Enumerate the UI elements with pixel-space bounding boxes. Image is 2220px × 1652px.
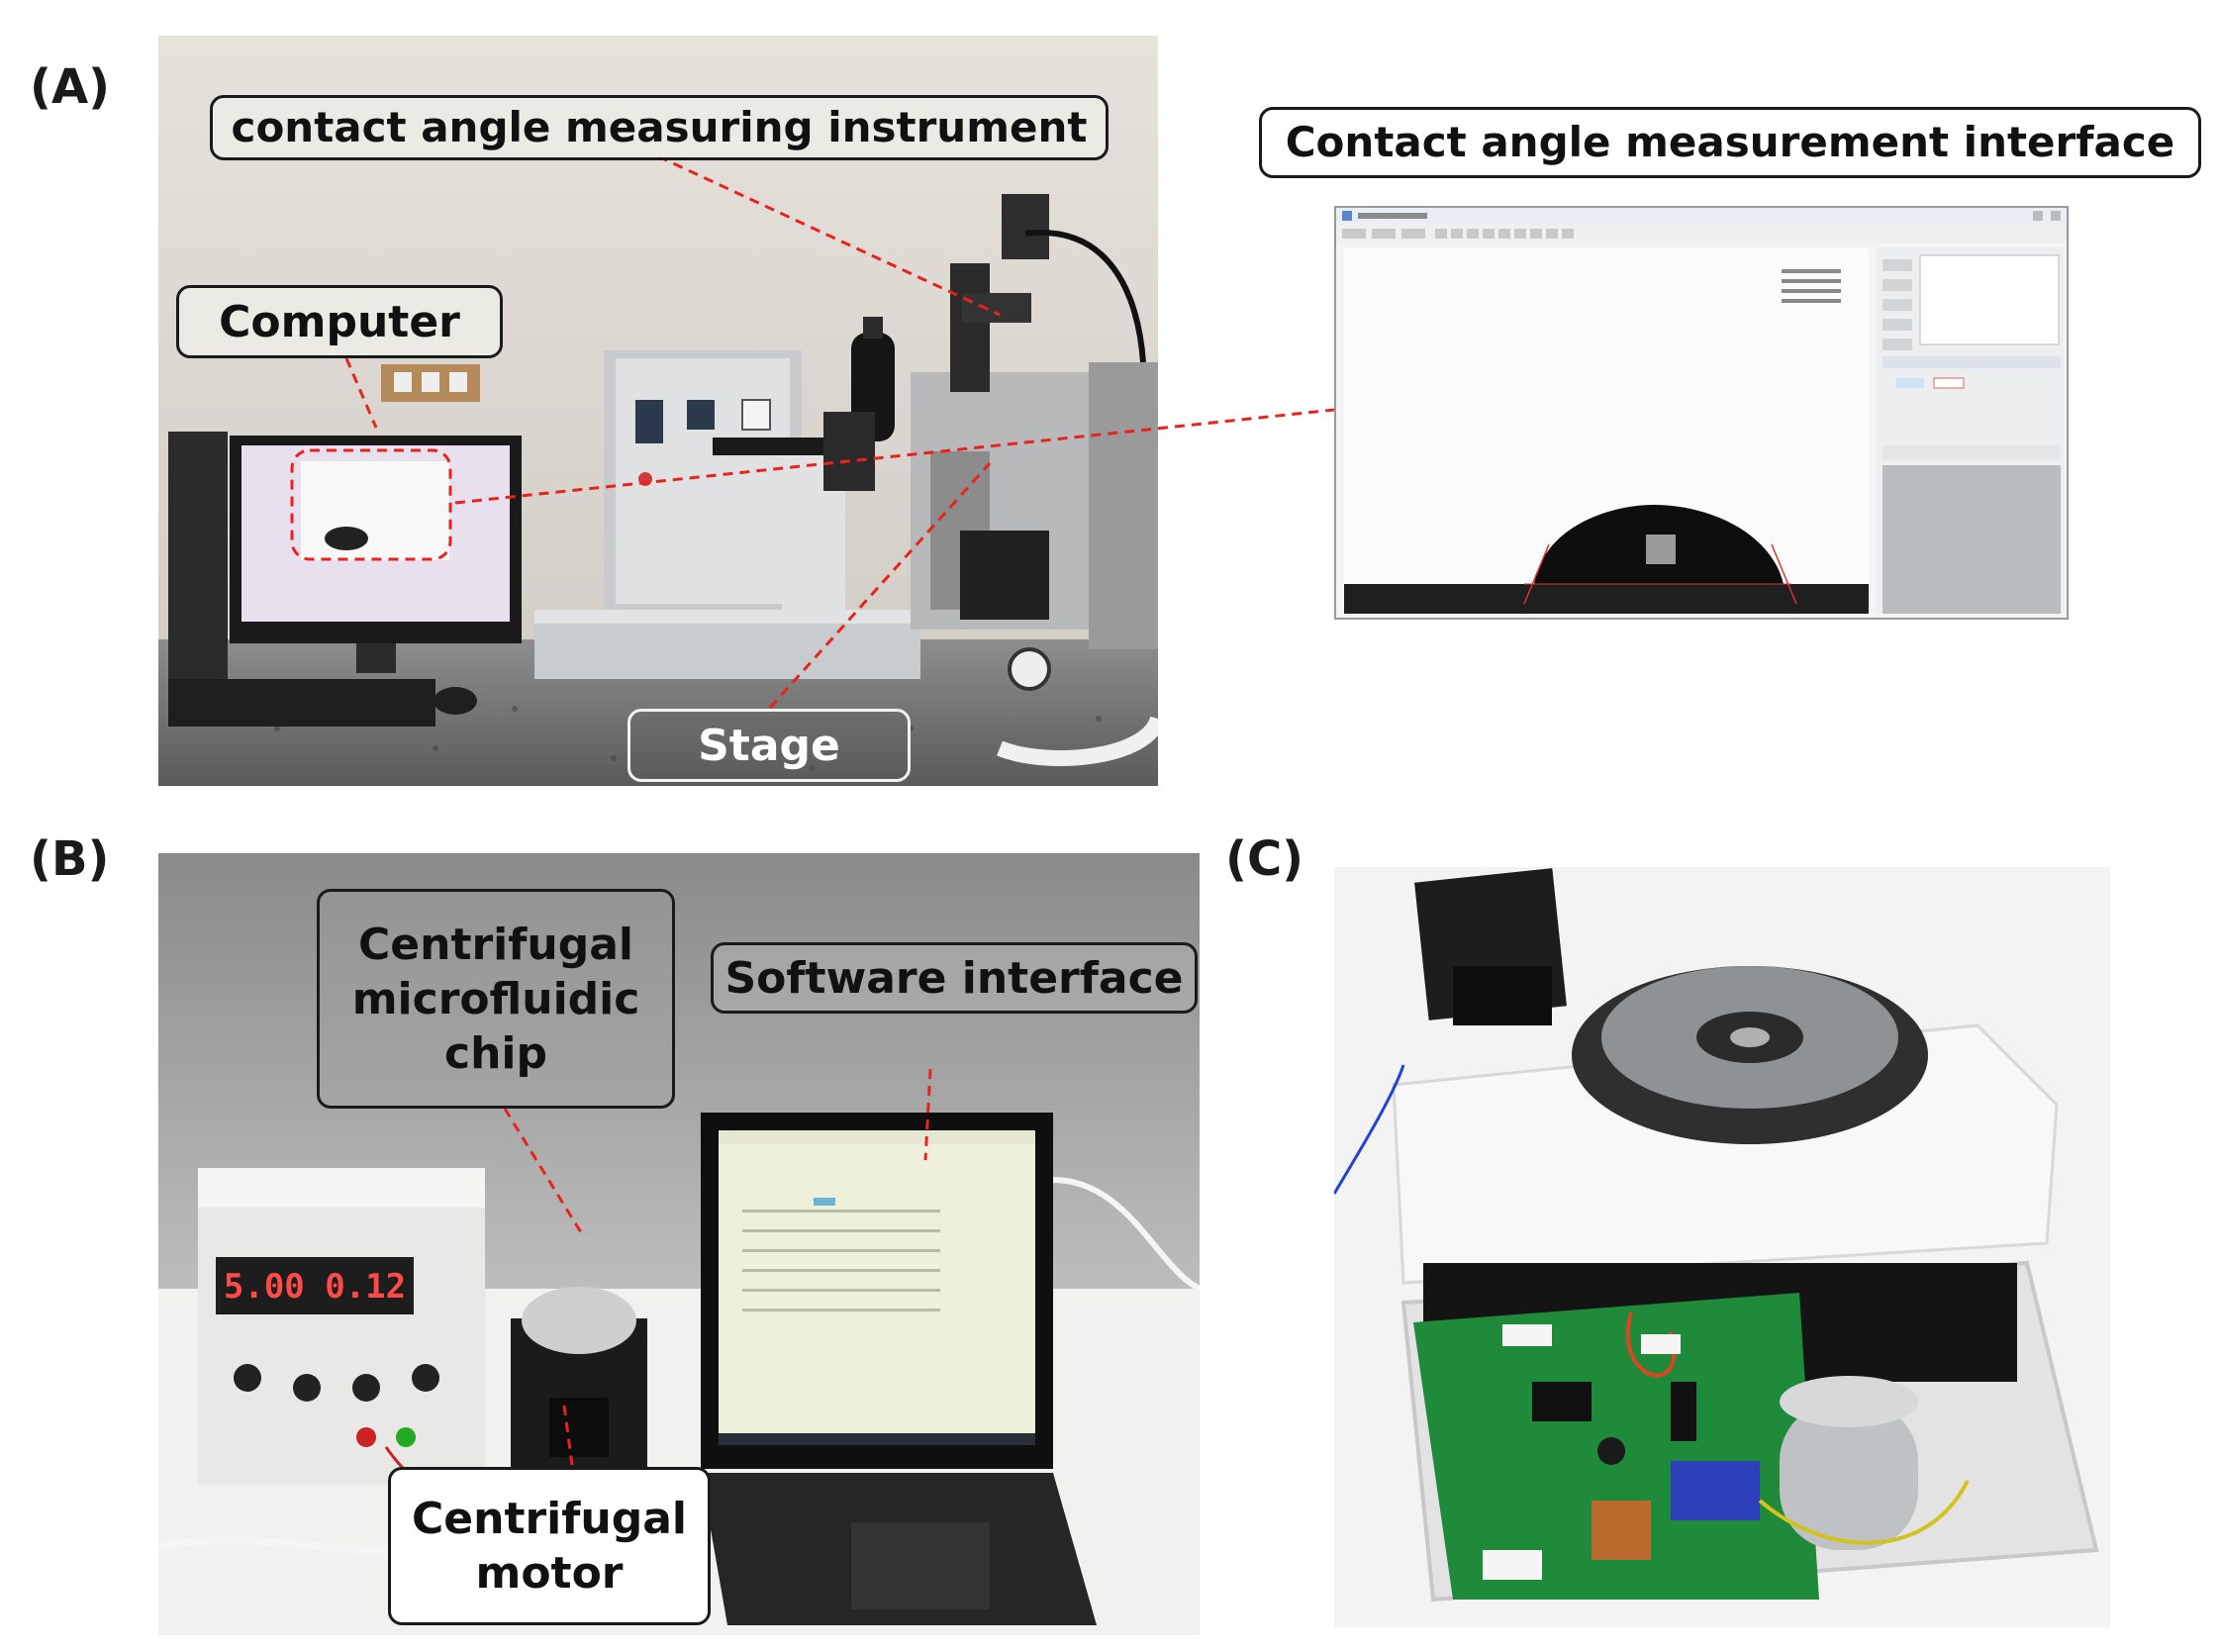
panel-label-a: (A) (30, 59, 111, 115)
chip-callout: Centrifugal microfluidic chip (317, 889, 675, 1109)
motor-callout-text: Centrifugal motor (411, 1494, 687, 1599)
interface-callout-text: Contact angle measurement interface (1285, 117, 2175, 166)
interface-callout: Contact angle measurement interface (1259, 107, 2201, 178)
motor-callout: Centrifugal motor (388, 1467, 711, 1625)
stage-callout-text: Stage (698, 720, 840, 771)
stage-callout: Stage (627, 709, 911, 782)
software-callout: Software interface (711, 942, 1198, 1014)
instrument-callout-text: contact angle measuring instrument (231, 102, 1088, 151)
power-supply-display: 5.00 0.12 (223, 1267, 407, 1307)
contact-angle-interface-screenshot (1334, 206, 2069, 620)
computer-callout-text: Computer (219, 296, 460, 347)
software-callout-text: Software interface (724, 952, 1184, 1004)
lab-setup-photo (158, 36, 1158, 786)
device-internals-photo (1334, 867, 2110, 1627)
computer-callout: Computer (176, 285, 503, 358)
chip-callout-text: Centrifugal microfluidic chip (351, 919, 640, 1079)
instrument-callout: contact angle measuring instrument (210, 95, 1109, 160)
panel-label-c: (C) (1225, 831, 1304, 887)
panel-label-b: (B) (30, 831, 110, 887)
